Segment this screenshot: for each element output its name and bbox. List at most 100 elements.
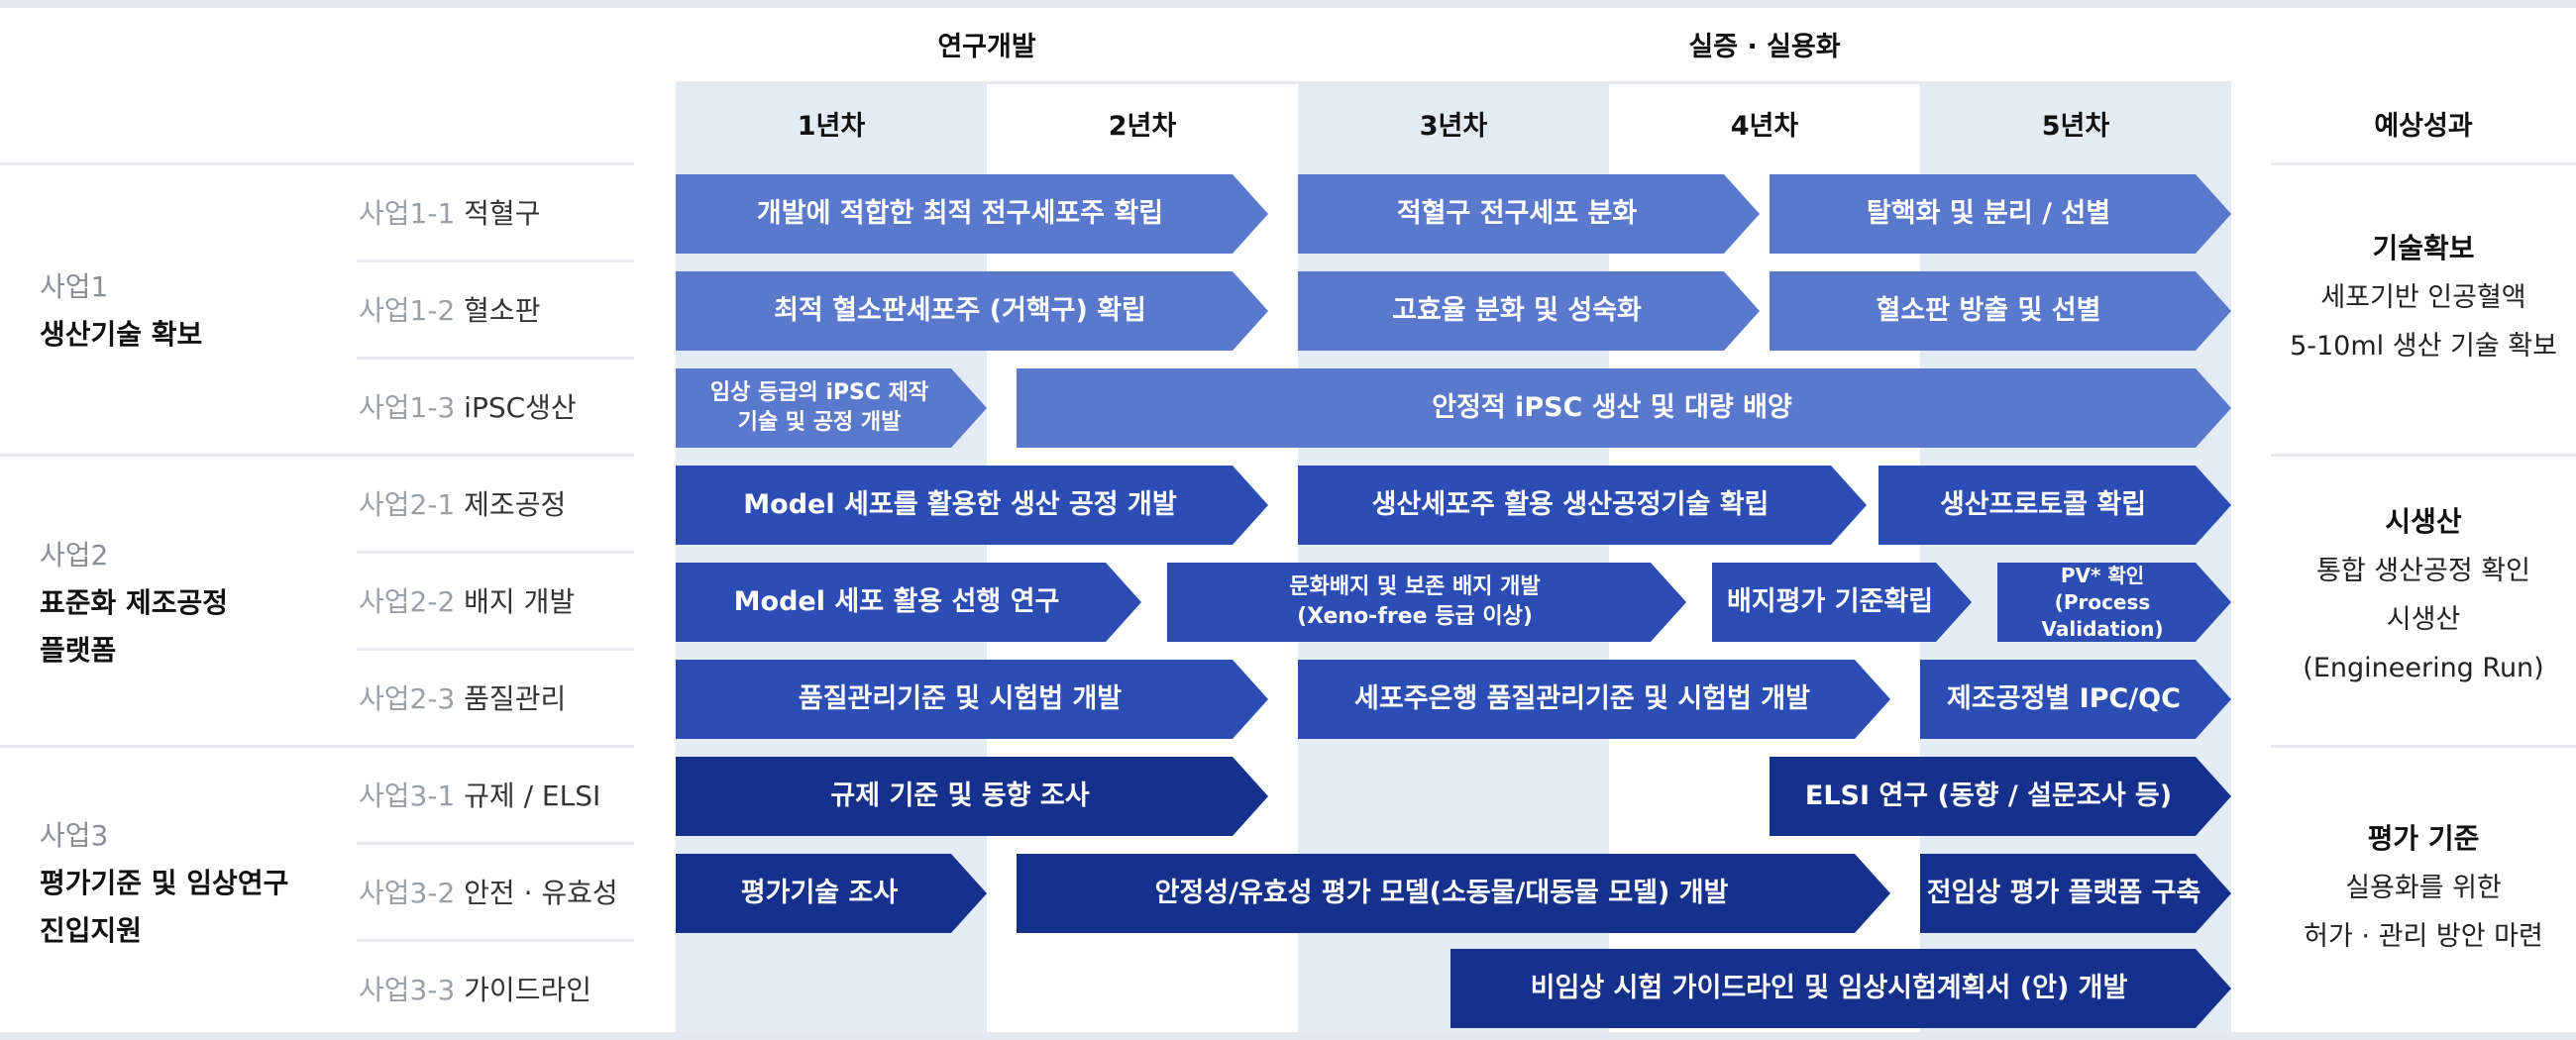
subproject-code: 사업3-2 [359, 877, 456, 909]
header-separator [0, 162, 634, 165]
task-arrow-line: (Process Validation) [2041, 589, 2164, 641]
subproject-code: 사업1-2 [359, 294, 456, 327]
row-separator [357, 939, 634, 942]
subproject-label: 사업2-3 품질관리 [359, 672, 566, 727]
expected-outcome-2: 시생산 통합 생산공정 확인 시생산 (Engineering Run) [2271, 497, 2576, 692]
group-2-label: 사업2 표준화 제조공정 플랫폼 [40, 532, 337, 675]
expected-outcome-line: (Engineering Run) [2303, 653, 2544, 683]
task-arrow: 개발에 적합한 최적 전구세포주 확립 [676, 174, 1268, 254]
subproject-code: 사업2-3 [359, 682, 456, 715]
group-separator [0, 454, 634, 457]
expected-outcome-line: 5-10ml 생산 기술 확보 [2290, 331, 2557, 362]
expected-outcome-3: 평가 기준 실용화를 위한 허가 · 관리 방안 마련 [2271, 814, 2576, 961]
group-1-label: 사업1 생산기술 확보 [40, 263, 337, 359]
subproject-code: 사업2-2 [359, 585, 456, 618]
row-separator [357, 551, 634, 554]
task-arrow-line: 기술 및 공정 개발 [737, 410, 902, 435]
subproject-label: 사업1-1 적혈구 [359, 186, 540, 242]
task-arrow: 세포주은행 품질관리기준 및 시험법 개발 [1298, 660, 1890, 739]
group-title: 표준화 제조공정 [40, 586, 229, 619]
expected-outcome-header: 예상성과 [2374, 111, 2473, 142]
task-arrow: 안정적 iPSC 생산 및 대량 배양 [1017, 368, 2231, 448]
task-arrow: 안정성/유효성 평가 모델(소동물/대동물 모델) 개발 [1017, 854, 1890, 933]
task-arrow: 품질관리기준 및 시험법 개발 [676, 660, 1268, 739]
task-arrow: 규제 기준 및 동향 조사 [676, 757, 1268, 836]
subproject-name: 안전 · 유효성 [464, 877, 618, 909]
row-separator [357, 648, 634, 651]
task-arrow-line: 문화배지 및 보존 배지 개발 [1289, 574, 1541, 600]
group-separator [0, 745, 634, 748]
task-arrow: 제조공정별 IPC/QC [1920, 660, 2231, 739]
subproject-name: 적혈구 [464, 197, 541, 230]
task-arrow: 비임상 시험 가이드라인 및 임상시험계획서 (안) 개발 [1450, 949, 2231, 1028]
subproject-code: 사업2-1 [359, 488, 456, 521]
task-arrow: Model 세포 활용 선행 연구 [676, 563, 1141, 642]
task-arrow-line: (Xeno-free 등급 이상) [1297, 604, 1533, 629]
subproject-name: 품질관리 [464, 682, 567, 715]
expected-outcome-line: 실용화를 위한 [2345, 873, 2502, 903]
group-separator-expected [2271, 454, 2576, 457]
row-separator [357, 842, 634, 845]
phase-demo-label: 실증 · 실용화 [1688, 32, 1841, 62]
subproject-name: 규제 / ELSI [464, 780, 601, 812]
expected-outcome-line: 시생산 [2386, 604, 2461, 635]
group-title: 평가기준 및 임상연구 [40, 867, 289, 899]
group-number: 사업1 [40, 270, 109, 303]
subproject-code: 사업1-1 [359, 197, 456, 230]
group-title: 생산기술 확보 [40, 318, 203, 351]
task-arrow: 평가기술 조사 [676, 854, 987, 933]
year-2-label: 2년차 [1108, 111, 1177, 142]
group-title: 진입지원 [40, 914, 143, 947]
subproject-name: 가이드라인 [464, 974, 591, 1006]
expected-outcome-line: 허가 · 관리 방안 마련 [2304, 921, 2543, 952]
year-4-label: 4년차 [1730, 111, 1799, 142]
task-arrow: PV* 확인(Process Validation) [1997, 563, 2231, 642]
task-arrow: ELSI 연구 (동향 / 설문조사 등) [1770, 757, 2231, 836]
subproject-name: 혈소판 [464, 294, 541, 327]
year-1-label: 1년차 [797, 111, 866, 142]
task-arrow: 탈핵화 및 분리 / 선별 [1770, 174, 2231, 254]
group-number: 사업3 [40, 819, 109, 852]
task-arrow: 고효율 분화 및 성숙화 [1298, 271, 1760, 351]
row-separator [357, 260, 634, 262]
task-arrow: 생산프로토콜 확립 [1878, 466, 2231, 545]
task-arrow: 배지평가 기준확립 [1712, 563, 1972, 642]
expected-outcome-title: 시생산 [2385, 505, 2462, 538]
subproject-label: 사업1-3 iPSC생산 [359, 380, 577, 436]
header-separator-expected [2271, 162, 2576, 165]
subproject-name: 배지 개발 [464, 585, 576, 618]
subproject-label: 사업2-1 제조공정 [359, 477, 566, 533]
expected-outcome-line: 세포기반 인공혈액 [2320, 282, 2526, 313]
task-arrow-line: 임상 등급의 iPSC 제작 [709, 380, 929, 406]
subproject-code: 사업1-3 [359, 391, 456, 424]
task-arrow: 적혈구 전구세포 분화 [1298, 174, 1760, 254]
task-arrow: 최적 혈소판세포주 (거핵구) 확립 [676, 271, 1268, 351]
subproject-label: 사업3-2 안전 · 유효성 [359, 866, 618, 921]
phase-separator [676, 81, 2231, 84]
subproject-label: 사업2-2 배지 개발 [359, 574, 575, 630]
subproject-code: 사업3-1 [359, 780, 456, 812]
group-title: 플랫폼 [40, 634, 117, 667]
expected-outcome-title: 기술확보 [2372, 232, 2475, 264]
task-arrow: 전임상 평가 플랫폼 구축 [1920, 854, 2231, 933]
bottom-border-band [0, 1032, 2576, 1040]
task-arrow-line: PV* 확인 [2060, 563, 2145, 587]
subproject-label: 사업3-3 가이드라인 [359, 963, 591, 1018]
group-3-label: 사업3 평가기준 및 임상연구 진입지원 [40, 812, 337, 955]
task-arrow: Model 세포를 활용한 생산 공정 개발 [676, 466, 1268, 545]
phase-rnd-label: 연구개발 [937, 32, 1036, 62]
task-arrow: 혈소판 방출 및 선별 [1770, 271, 2231, 351]
year-5-label: 5년차 [2041, 111, 2110, 142]
group-separator-expected [2271, 745, 2576, 748]
expected-outcome-line: 통합 생산공정 확인 [2316, 556, 2530, 586]
expected-outcome-1: 기술확보 세포기반 인공혈액 5-10ml 생산 기술 확보 [2271, 224, 2576, 370]
subproject-label: 사업3-1 규제 / ELSI [359, 769, 600, 824]
top-border-band [0, 0, 2576, 8]
group-number: 사업2 [40, 539, 109, 572]
year-3-label: 3년차 [1419, 111, 1488, 142]
task-arrow: 문화배지 및 보존 배지 개발 (Xeno-free 등급 이상) [1167, 563, 1686, 642]
subproject-name: 제조공정 [464, 488, 567, 521]
subproject-name: iPSC생산 [464, 391, 577, 424]
row-separator [357, 357, 634, 360]
